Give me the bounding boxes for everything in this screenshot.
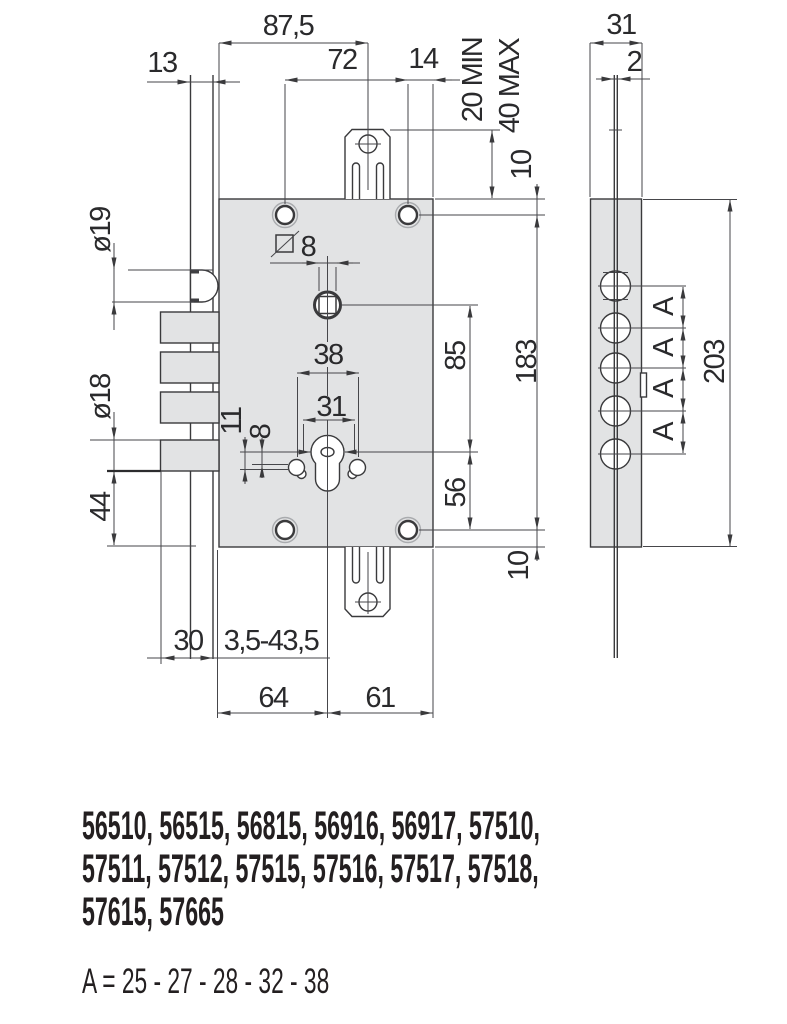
front-dimension-arrows xyxy=(111,40,540,716)
dim-61: 61 xyxy=(365,682,395,714)
side-dimension-labels: 31 2 A A A A 203 xyxy=(606,9,731,441)
dim-44: 44 xyxy=(85,491,117,522)
side-notch xyxy=(639,372,648,398)
dim-64: 64 xyxy=(258,682,289,714)
bottom-tab-slot-right xyxy=(375,547,385,584)
dim-10-bottom: 10 xyxy=(503,551,535,581)
dim-183: 183 xyxy=(511,340,543,384)
a-values-legend: A = 25 - 27 - 28 - 32 - 38 xyxy=(82,962,330,1001)
dim-11: 11 xyxy=(216,407,248,434)
square-section-symbol xyxy=(270,230,300,258)
dim-87-5: 87,5 xyxy=(263,10,314,42)
dim-72: 72 xyxy=(327,44,357,76)
dim-40-max: 40 MAX xyxy=(494,38,526,133)
side-view-lock-body xyxy=(589,75,648,658)
top-tab-slot-left xyxy=(351,162,361,199)
dim-square-8: 8 xyxy=(301,231,316,263)
dim-a-2: A xyxy=(648,337,680,357)
dim-85: 85 xyxy=(440,341,472,371)
dim-56: 56 xyxy=(440,478,472,508)
bottom-tab-slot-left xyxy=(351,547,361,584)
dim-a-3: A xyxy=(648,378,680,398)
deadbolt-1 xyxy=(159,311,220,344)
deadbolt-3 xyxy=(159,391,220,424)
dim-dia-18: ø18 xyxy=(85,374,117,420)
model-numbers-line-3: 57615, 57665 xyxy=(82,890,224,934)
latch-corner-top xyxy=(191,270,199,274)
dim-side-31: 31 xyxy=(606,9,636,41)
dim-20-min: 20 MIN xyxy=(457,38,489,122)
dim-side-2: 2 xyxy=(627,46,642,78)
dim-30: 30 xyxy=(173,625,203,657)
deadbolt-4 xyxy=(159,439,220,472)
dim-31: 31 xyxy=(316,391,346,423)
dim-a-4: A xyxy=(648,421,680,441)
deadbolt-2 xyxy=(159,351,220,384)
latch-corner-bottom xyxy=(191,298,199,302)
front-dimension-labels: 87,5 13 72 14 20 MIN 40 MAX 10 ø19 8 38 … xyxy=(85,10,543,714)
dim-8: 8 xyxy=(245,424,277,439)
side-dimension-lines xyxy=(589,42,737,547)
side-dimension-arrows xyxy=(591,40,733,547)
lock-dimension-drawing: 87,5 13 72 14 20 MIN 40 MAX 10 ø19 8 38 … xyxy=(85,9,737,718)
front-view-lock-body xyxy=(159,75,434,659)
cylinder-fixing-pins xyxy=(287,458,367,480)
model-numbers-line-1: 56510, 56515, 56815, 56916, 56917, 57510… xyxy=(82,804,540,848)
dim-203: 203 xyxy=(699,340,731,384)
side-bolt-holes xyxy=(599,270,632,470)
dim-14: 14 xyxy=(408,43,439,75)
model-numbers-line-2: 57511, 57512, 57515, 57516, 57517, 57518… xyxy=(82,847,539,891)
dim-38: 38 xyxy=(313,339,343,371)
latch-bolt xyxy=(189,269,219,303)
dim-backset-range: 3,5-43,5 xyxy=(224,625,319,657)
dim-10-top: 10 xyxy=(506,150,538,180)
top-tab-slot-right xyxy=(375,162,385,199)
dim-dia-19: ø19 xyxy=(85,207,117,253)
dim-a-1: A xyxy=(648,296,680,316)
dim-13: 13 xyxy=(147,47,177,79)
